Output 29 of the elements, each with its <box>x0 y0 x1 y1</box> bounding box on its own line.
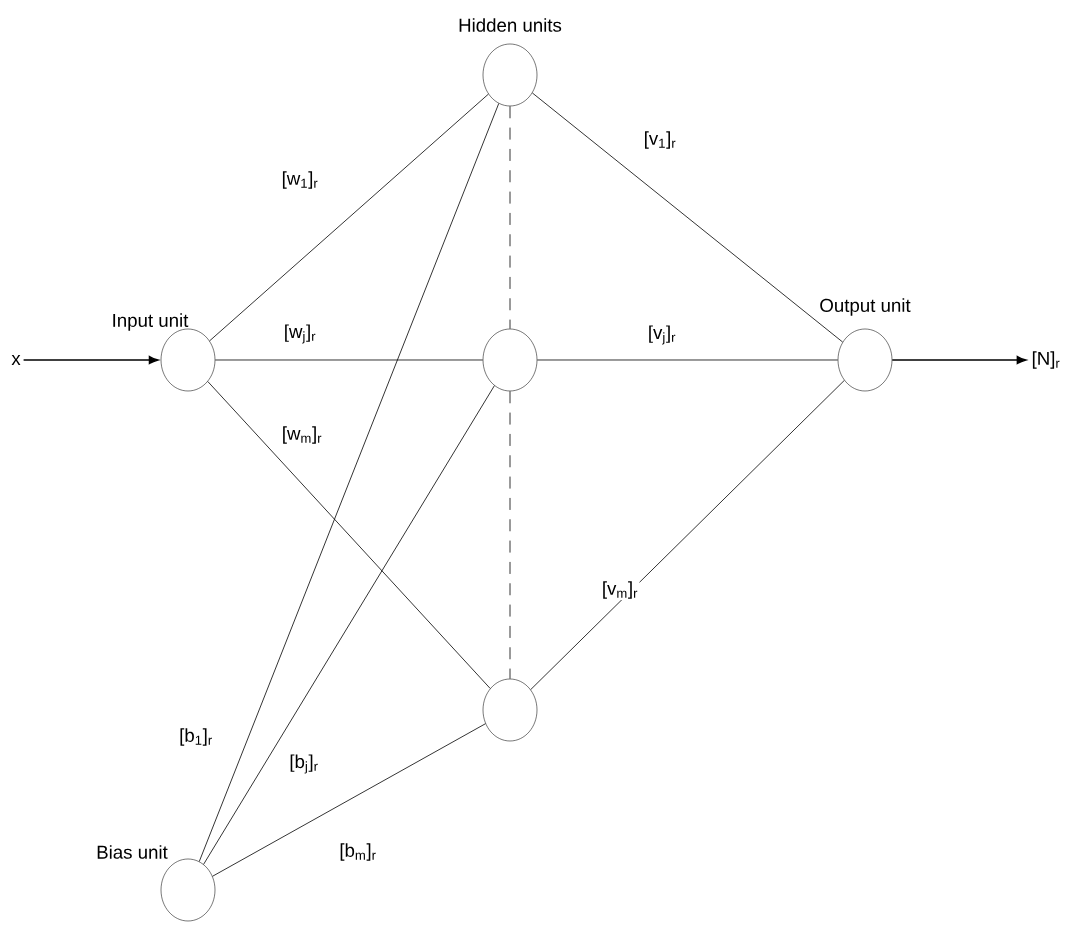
unit-circle <box>482 678 538 742</box>
unit-heading: Bias unit <box>97 845 168 859</box>
signal-label: x <box>11 355 21 365</box>
arrow <box>22 355 159 365</box>
connection-line <box>530 380 845 690</box>
weight-label: [w$_{m}$]$_{r}$ <box>280 424 324 446</box>
weight-label: [v$_{j}$]$_{r}$ <box>646 324 678 346</box>
dashed-line <box>509 390 511 680</box>
weight-label: [b$_{j}$]$_{r}$ <box>288 753 320 775</box>
weight-label: [b$_{m}$]$_{r}$ <box>338 841 378 863</box>
weight-label: [v$_{m}$]$_{r}$ <box>600 579 640 601</box>
arrow <box>891 355 1027 365</box>
connection-line <box>536 359 839 361</box>
unit-heading: Hidden units <box>459 18 562 32</box>
connection-line <box>209 93 489 342</box>
connection-line <box>198 103 500 862</box>
unit-circle <box>482 328 538 392</box>
connection-line <box>212 723 486 877</box>
signal-label: [N]$_{r}$ <box>1032 351 1060 369</box>
connection-line <box>531 92 844 343</box>
weight-label: [w$_{1}$]$_{r}$ <box>280 169 320 191</box>
connection-line <box>214 359 484 361</box>
weight-label: [w$_{j}$]$_{r}$ <box>282 323 318 345</box>
unit-heading: Output unit <box>820 298 911 316</box>
connection-line <box>207 381 491 689</box>
unit-heading: Input unit <box>113 313 189 331</box>
weight-label: [v$_{1}$]$_{r}$ <box>642 129 678 151</box>
weight-label: [b$_{1}$]$_{r}$ <box>177 726 215 748</box>
connection-line <box>203 385 495 865</box>
